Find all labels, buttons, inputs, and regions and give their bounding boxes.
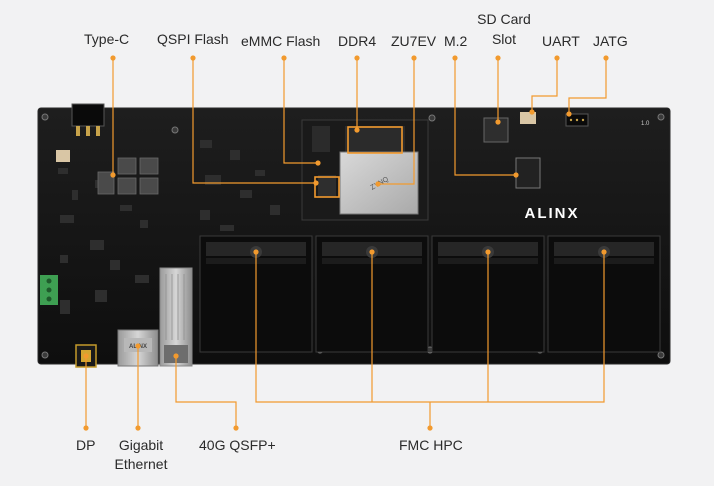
label-gigabit-ethernet: Gigabit Ethernet [108, 437, 174, 473]
label-type-c: Type-C [84, 31, 130, 47]
label-fmc-hpc: FMC HPC [399, 437, 463, 453]
label-ddr4: DDR4 [338, 33, 377, 49]
highlight-boxes [314, 126, 403, 198]
fpga-area: ZYNQ [301, 119, 429, 221]
qsfp-cage [159, 267, 193, 367]
label-gige-line2: Ethernet [114, 456, 168, 472]
leader-lines [83, 55, 609, 431]
brand-logo: ALINX [525, 205, 580, 222]
label-dp: DP [76, 437, 96, 453]
label-sd-card-line1: SD Card [477, 11, 531, 27]
label-gige-line1: Gigabit [118, 437, 164, 453]
label-sd-card-line2: Slot [491, 31, 517, 47]
jtag-header [565, 113, 589, 127]
label-qsfp: 40G QSFP+ [199, 437, 276, 453]
uart-connector [520, 112, 536, 124]
left-components [58, 140, 280, 314]
board-version: 1.0 [641, 121, 650, 127]
terminal-block [40, 275, 58, 305]
small-connector [56, 150, 70, 162]
label-qspi-flash: QSPI Flash [157, 31, 229, 47]
label-sd-card-slot: SD Card Slot [474, 11, 534, 48]
label-jatg: JATG [593, 33, 628, 49]
label-uart: UART [542, 33, 580, 49]
power-inductors [97, 157, 159, 195]
power-header [71, 103, 105, 136]
label-emmc-flash: eMMC Flash [241, 33, 321, 49]
label-zu7ev: ZU7EV [391, 33, 437, 49]
label-m2: M.2 [444, 33, 468, 49]
m2-slot [515, 157, 541, 189]
